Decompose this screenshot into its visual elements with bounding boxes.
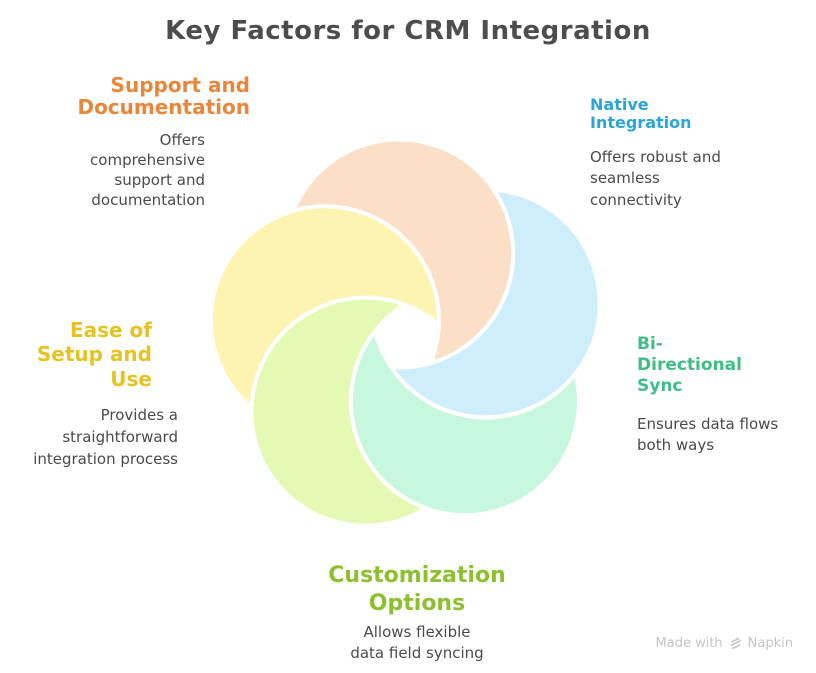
heading-ease-of-setup-and-use: Ease of Setup and Use [36,318,152,391]
description-bi-directional-sync: Ensures data flows both ways [637,415,779,455]
heading-customization-options: Customization Options [328,563,506,616]
watermark: Made with Napkin [656,636,793,651]
watermark-brand: Napkin [747,636,793,651]
heading-native-integration: Native Integration [590,95,692,132]
description-native-integration: Offers robust and seamless connectivity [590,148,721,209]
petal-ease-of-setup-and-use [208,204,441,410]
watermark-prefix: Made with [655,636,723,651]
description-support-and-documentation: Offers comprehensive support and documen… [90,131,205,209]
napkin-logo-icon [729,637,741,650]
description-ease-of-setup-and-use: Provides a straightforward integration p… [33,406,178,469]
heading-bi-directional-sync: Bi- Directional Sync [637,334,742,397]
description-customization-options: Allows flexible data field syncing [350,623,484,663]
heading-support-and-documentation: Support and Documentation [77,73,250,119]
page-title: Key Factors for CRM Integration [165,16,651,46]
